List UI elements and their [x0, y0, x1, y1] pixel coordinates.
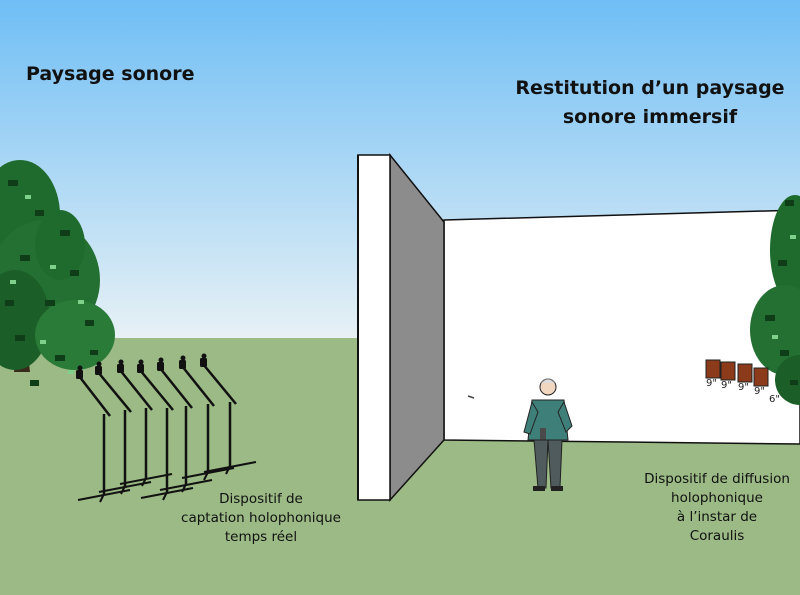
- right-title: Restitution d’un paysage sonore immersif: [510, 74, 790, 132]
- diffusion-caption-line-4: Coraulis: [689, 528, 745, 544]
- diffusion-caption-line-3: à l’instar de: [676, 509, 758, 525]
- microphone-stand: [117, 359, 173, 487]
- diffusion-caption-line-2: holophonique: [671, 490, 763, 506]
- person-figure: [523, 378, 573, 491]
- microphone-array: [76, 353, 257, 503]
- left-tree: [0, 160, 115, 386]
- speaker-box: [737, 363, 753, 383]
- right-tree: [750, 195, 800, 405]
- right-title-line-1: Restitution d’un paysage: [515, 77, 785, 99]
- microphone-stand: [137, 359, 194, 501]
- microphone-stand: [95, 361, 152, 495]
- speaker-array: 9" 9" 9" 9" 6": [705, 359, 780, 405]
- right-title-line-2: sonore immersif: [562, 106, 738, 128]
- speaker-size-label: 6": [769, 394, 780, 405]
- speaker-box: [753, 367, 769, 387]
- left-title-text: Paysage sonore: [26, 63, 195, 85]
- speaker-size-label: 9": [754, 386, 765, 397]
- capture-caption-line-1: Dispositif de: [219, 491, 303, 507]
- microphone-stand: [179, 355, 235, 481]
- speaker-box: [705, 359, 721, 379]
- microphone-stand: [157, 357, 213, 493]
- speaker-size-label: 9": [706, 378, 717, 389]
- capture-caption-line-2: captation holophonique: [181, 510, 341, 526]
- speaker-size-label: 9": [721, 380, 732, 391]
- back-wall: [443, 209, 800, 445]
- wall-front-face: [357, 154, 391, 501]
- capture-caption-line-3: temps réel: [224, 529, 298, 545]
- capture-caption: Dispositif de captation holophonique tem…: [170, 490, 352, 547]
- diffusion-caption-line-1: Dispositif de diffusion: [644, 471, 790, 487]
- speaker-box: [720, 361, 736, 381]
- left-title: Paysage sonore: [26, 63, 194, 85]
- microphone-stand: [200, 353, 257, 475]
- speaker-size-label: 9": [738, 382, 749, 393]
- diffusion-caption: Dispositif de diffusion holophonique à l…: [634, 470, 800, 546]
